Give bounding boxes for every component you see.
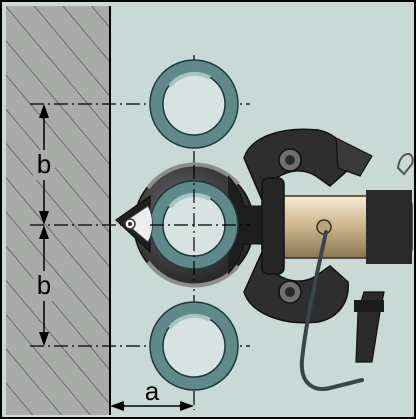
label-a: a xyxy=(145,376,160,406)
label-b-upper: b xyxy=(37,149,51,179)
press-tool-illustration xyxy=(115,128,414,391)
dimension-a xyxy=(110,401,194,411)
wall-hatched xyxy=(6,6,111,415)
label-b-lower: b xyxy=(37,270,51,300)
pipe-bottom xyxy=(149,301,239,391)
pipe-top xyxy=(149,59,239,149)
